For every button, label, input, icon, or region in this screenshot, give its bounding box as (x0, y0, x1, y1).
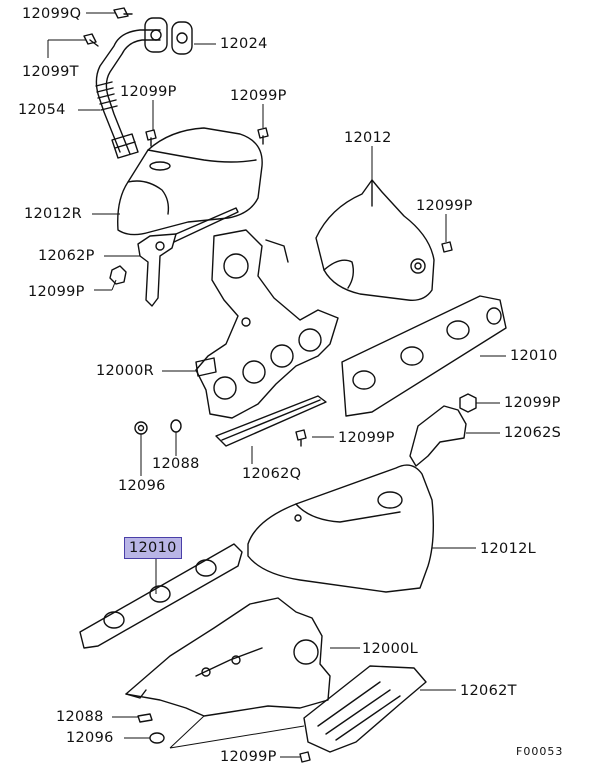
label-12088-a: 12088 (152, 456, 200, 472)
bolt-12099P-a (145, 129, 157, 147)
label-12012: 12012 (344, 130, 392, 146)
label-12010-top: 12010 (510, 348, 558, 364)
label-12099P-b: 12099P (230, 88, 287, 104)
heat-cover-12012L (247, 464, 435, 593)
label-12099P-c: 12099P (416, 198, 473, 214)
gasket-12010-lower (79, 543, 243, 649)
washer-12088-a (170, 419, 182, 433)
label-12000L: 12000L (362, 641, 419, 657)
label-12099P-f: 12099P (338, 430, 395, 446)
label-12099Q: 12099Q (22, 6, 82, 22)
bolt-12099Q (113, 7, 133, 19)
heat-shield-12062T (303, 665, 427, 753)
nut-12099P-d (109, 265, 127, 285)
bolt-12099P-f (295, 429, 307, 447)
bracket-12062P (137, 207, 239, 307)
heat-cover-12012 (315, 179, 435, 301)
leader-lines (47, 12, 506, 758)
label-12062S: 12062S (504, 425, 562, 441)
label-12024: 12024 (220, 36, 268, 52)
label-12012R: 12012R (24, 206, 83, 222)
label-12062Q: 12062Q (242, 466, 302, 482)
label-12099P-e: 12099P (504, 395, 561, 411)
bolt-12099P-g (299, 751, 311, 763)
bolt-12099P-b (257, 127, 269, 145)
label-12062P: 12062P (38, 248, 95, 264)
egr-pipe-12054 (95, 17, 168, 159)
bolt-12099T (83, 33, 99, 47)
label-12096-b: 12096 (66, 730, 114, 746)
label-12010-highlighted: 12010 (124, 537, 182, 559)
gasket-12010-top (341, 295, 507, 417)
label-12099T: 12099T (22, 64, 79, 80)
nut-12096-b (149, 732, 165, 744)
label-12096-a: 12096 (118, 478, 166, 494)
washer-12088-b (137, 713, 153, 723)
nut-12099P-e (459, 393, 477, 413)
label-12012L: 12012L (480, 541, 537, 557)
label-12088-b: 12088 (56, 709, 104, 725)
label-12099P-d: 12099P (28, 284, 85, 300)
heat-cover-12012R (117, 127, 263, 236)
bolt-12099P-c (441, 241, 453, 253)
label-12000R: 12000R (96, 363, 155, 379)
exhaust-manifold-12000R (195, 229, 339, 419)
heat-shield-12062Q (215, 395, 327, 447)
label-12054: 12054 (18, 102, 66, 118)
label-12099P-g: 12099P (220, 749, 277, 765)
label-12099P-a: 12099P (120, 84, 177, 100)
figure-code: F00053 (516, 745, 564, 758)
gasket-12024 (171, 21, 193, 55)
bracket-12062S (409, 405, 467, 467)
nut-12096-a (134, 421, 148, 435)
label-12062T: 12062T (460, 683, 517, 699)
exhaust-manifold-12000L (125, 597, 331, 717)
